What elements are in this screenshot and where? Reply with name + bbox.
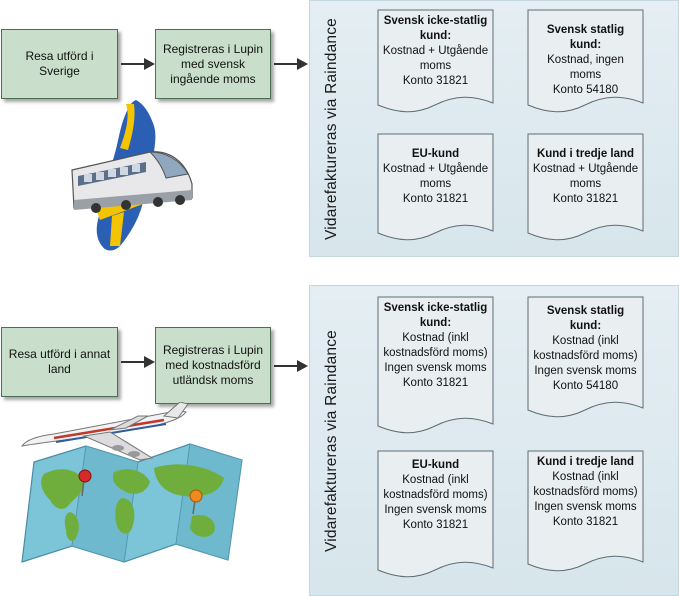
card-line: Ingen svensk moms	[534, 501, 637, 513]
document-shape	[377, 450, 494, 578]
card-title: EU-kund	[411, 459, 460, 471]
card-line: Kostnad (inkl kostnadsförd moms)	[383, 474, 488, 501]
card-title: Svensk statlig kund:	[546, 305, 625, 332]
card-1-4: Kund i tredje land Kostnad + Utgående mo…	[527, 133, 644, 241]
card-title: Kund i tredje land	[536, 148, 635, 160]
card-line: Kostnad (inkl kostnadsförd moms)	[533, 471, 638, 498]
card-2-2: Svensk statlig kund: Kostnad (inkl kostn…	[527, 296, 644, 418]
card-1-2: Svensk statlig kund: Kostnad, ingen moms…	[527, 9, 644, 113]
register-lupin-label-2: Registreras i Lupin med kostnadsförd utl…	[162, 343, 264, 387]
panel-label-2-wrap: Vidarefaktureras via Raindance	[310, 286, 354, 595]
card-line: Konto 54180	[552, 380, 619, 392]
card-line: Kostnad (inkl kostnadsförd moms)	[533, 335, 638, 362]
card-2-1: Svensk icke-statlig kund: Kostnad (inkl …	[377, 296, 494, 434]
travel-abroad-box: Resa utförd i annat land	[1, 327, 118, 397]
arrow-2b	[274, 360, 308, 372]
card-line: Konto 31821	[402, 75, 469, 87]
card-line: Kostnad, ingen moms	[547, 54, 624, 81]
card-title: EU-kund	[411, 148, 460, 160]
document-shape	[377, 296, 494, 434]
card-line: Konto 31821	[552, 193, 619, 205]
card-2-3: EU-kund Kostnad (inkl kostnadsförd moms)…	[377, 450, 494, 578]
card-line: Ingen svensk moms	[384, 504, 487, 516]
card-line: Konto 31821	[402, 377, 469, 389]
register-lupin-box-1: Registreras i Lupin med svensk ingående …	[155, 29, 271, 99]
document-shape	[527, 296, 644, 418]
document-shape	[377, 133, 494, 241]
document-shape	[527, 450, 644, 572]
card-line: Kostnad (inkl kostnadsförd moms)	[383, 332, 488, 359]
register-lupin-box-2: Registreras i Lupin med kostnadsförd utl…	[155, 327, 271, 404]
train-sweden-icon	[71, 100, 193, 251]
card-1-3: EU-kund Kostnad + Utgående moms Konto 31…	[377, 133, 494, 241]
card-line: Konto 31821	[402, 519, 469, 531]
card-line: Kostnad + Utgående moms	[532, 163, 639, 190]
card-title: Svensk statlig kund:	[546, 24, 625, 51]
arrow-1a	[121, 58, 155, 70]
panel-label-2: Vidarefaktureras via Raindance	[323, 329, 341, 552]
airplane-map-icon	[20, 402, 243, 563]
document-shape	[527, 9, 644, 113]
panel-label-1-wrap: Vidarefaktureras via Raindance	[310, 1, 354, 256]
document-shape	[527, 133, 644, 241]
register-lupin-label-1: Registreras i Lupin med svensk ingående …	[162, 41, 264, 86]
panel-label-1: Vidarefaktureras via Raindance	[323, 17, 341, 240]
card-2-4: Kund i tredje land Kostnad (inkl kostnad…	[527, 450, 644, 572]
card-line: Ingen svensk moms	[384, 362, 487, 374]
card-title: Kund i tredje land	[536, 456, 635, 468]
travel-sweden-label: Resa utförd i Sverige	[25, 49, 94, 78]
card-1-1: Svensk icke-statlig kund: Kostnad + Utgå…	[377, 9, 494, 113]
document-shape	[377, 9, 494, 113]
card-line: Ingen svensk moms	[534, 365, 637, 377]
travel-sweden-box: Resa utförd i Sverige	[1, 29, 118, 99]
card-line: Kostnad + Utgående moms	[382, 163, 489, 190]
arrow-1b	[274, 58, 308, 70]
card-line: Kostnad + Utgående moms	[382, 45, 489, 72]
card-line: Konto 54180	[552, 84, 619, 96]
arrow-2a	[121, 356, 155, 368]
card-line: Konto 31821	[402, 193, 469, 205]
card-title: Svensk icke-statlig kund:	[383, 15, 488, 42]
card-line: Konto 31821	[552, 516, 619, 528]
travel-abroad-label: Resa utförd i annat land	[8, 347, 111, 376]
card-title: Svensk icke-statlig kund:	[383, 302, 488, 329]
